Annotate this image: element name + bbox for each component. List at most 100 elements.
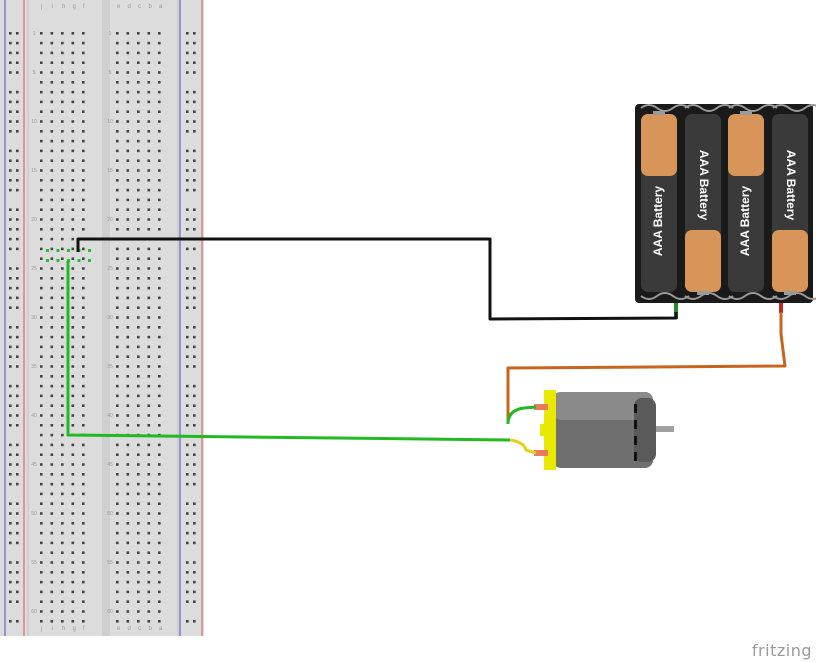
- hole: [40, 433, 43, 437]
- hole: [147, 159, 151, 162]
- hole: [147, 149, 151, 153]
- hole: [158, 100, 161, 104]
- hole: [40, 90, 43, 94]
- hole: [137, 580, 140, 584]
- hole: [50, 179, 54, 182]
- hole: [158, 384, 161, 388]
- column-letter: g: [73, 4, 76, 10]
- hole: [71, 51, 75, 55]
- hole: [9, 51, 12, 55]
- hole: [193, 502, 196, 505]
- hole: [50, 482, 54, 486]
- hole: [40, 463, 43, 466]
- hole: [82, 130, 85, 133]
- hole: [71, 453, 75, 456]
- column-letter: f: [83, 626, 85, 632]
- hole: [16, 32, 19, 35]
- hole: [126, 561, 130, 564]
- hole: [61, 375, 64, 378]
- hole: [40, 218, 43, 221]
- hole: [126, 512, 130, 515]
- hole: [186, 247, 189, 251]
- hole: [50, 41, 54, 45]
- hole: [158, 355, 161, 358]
- hole: [82, 296, 85, 300]
- row-label: 40: [31, 413, 37, 419]
- hole: [50, 600, 54, 603]
- hole: [147, 277, 151, 280]
- hole: [186, 208, 189, 211]
- hole: [61, 404, 64, 407]
- hole: [9, 326, 12, 329]
- row-label: 30: [107, 315, 113, 321]
- hole: [50, 247, 54, 251]
- hole: [82, 41, 85, 45]
- hole: [16, 326, 19, 329]
- hole: [71, 512, 75, 515]
- hole: [137, 267, 140, 270]
- hole: [193, 522, 196, 525]
- hole: [16, 541, 19, 545]
- hole: [147, 620, 151, 623]
- hole: [193, 100, 196, 104]
- hole: [40, 247, 43, 251]
- hole: [158, 375, 161, 378]
- hole: [116, 443, 119, 447]
- hole: [16, 463, 19, 466]
- hole: [50, 424, 54, 427]
- spring-clip: [684, 104, 734, 112]
- motor-shaft: [648, 426, 674, 432]
- hole: [116, 531, 119, 535]
- hole: [158, 512, 161, 515]
- hole: [9, 453, 12, 456]
- hole: [71, 237, 75, 241]
- hole: [61, 277, 64, 280]
- hole: [50, 218, 54, 221]
- hole: [82, 590, 85, 594]
- hole: [61, 51, 64, 55]
- hole: [137, 522, 140, 525]
- hole: [82, 286, 85, 290]
- hole: [186, 218, 189, 221]
- hole: [61, 149, 64, 153]
- hole: [137, 531, 140, 535]
- hole: [40, 188, 43, 192]
- hole: [82, 188, 85, 192]
- hole: [193, 335, 196, 339]
- hole: [50, 198, 54, 202]
- hole: [116, 541, 119, 545]
- hole: [50, 169, 54, 172]
- hole: [50, 375, 54, 378]
- hole: [116, 512, 119, 515]
- hole: [158, 365, 161, 368]
- hole: [186, 120, 189, 123]
- hole: [61, 492, 64, 496]
- hole: [137, 120, 140, 123]
- hole: [126, 71, 130, 74]
- hole: [71, 463, 75, 466]
- hole: [50, 120, 54, 123]
- hole: [126, 355, 130, 358]
- hole: [16, 600, 19, 603]
- hole: [61, 620, 64, 623]
- hole: [16, 335, 19, 339]
- column-letter: h: [62, 626, 65, 632]
- hole: [9, 541, 12, 545]
- row-label: 25: [31, 266, 37, 272]
- hole: [50, 561, 54, 564]
- hole: [147, 198, 151, 202]
- hole: [137, 561, 140, 564]
- hole: [61, 61, 64, 64]
- hole: [50, 551, 54, 554]
- hole: [40, 620, 43, 623]
- fritzing-logo: fritzing: [751, 641, 812, 660]
- hole: [193, 443, 196, 447]
- hole: [116, 492, 119, 496]
- hole: [82, 198, 85, 202]
- hole: [16, 502, 19, 505]
- hole: [137, 257, 140, 260]
- hole: [71, 286, 75, 290]
- hole: [50, 502, 54, 505]
- hole: [61, 130, 64, 133]
